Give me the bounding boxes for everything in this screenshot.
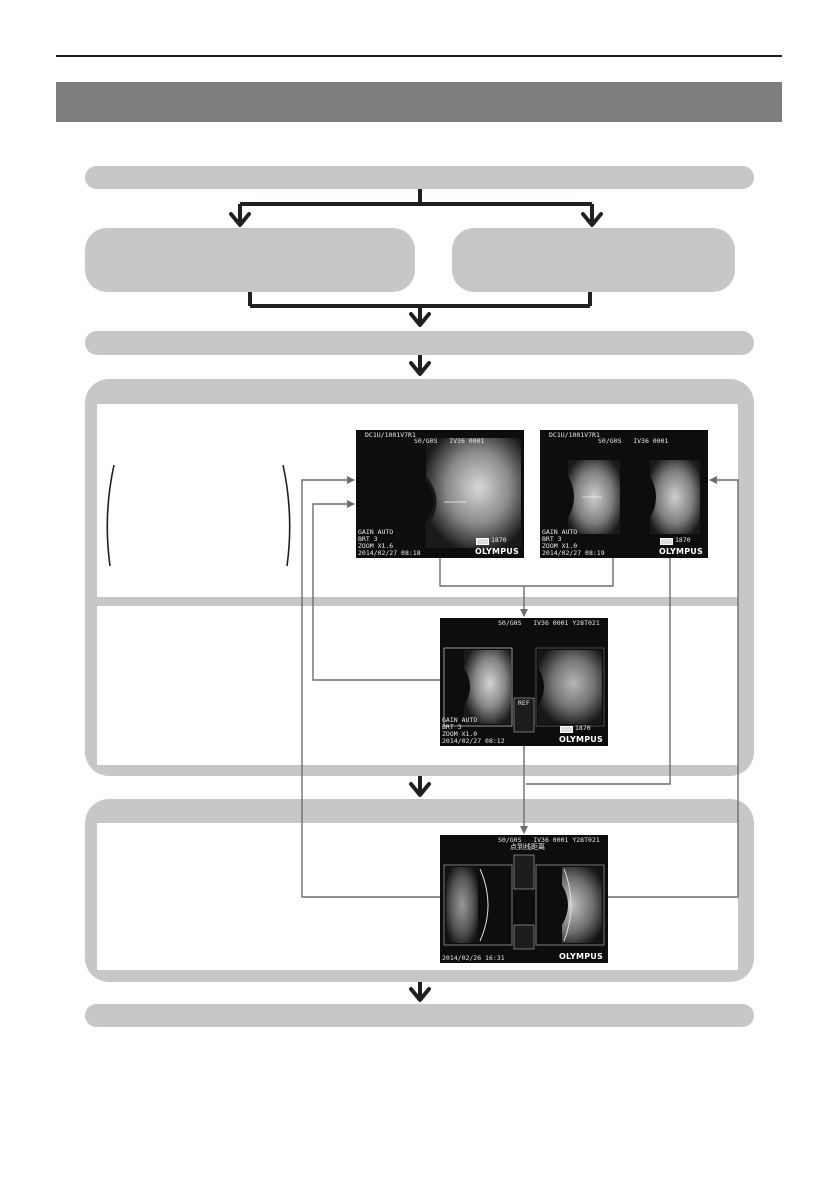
flow-step-middle <box>85 331 754 355</box>
flow-step-end <box>85 1004 754 1027</box>
count-label: 1870 <box>575 724 591 732</box>
date-label: 2014/02/27 08:19 <box>542 549 605 557</box>
brt-label: BRT 3 <box>542 535 562 543</box>
olympus-logo: OLYMPUS <box>475 547 519 556</box>
zoom-label: ZOOM X1.0 <box>542 542 578 550</box>
zoom-label: ZOOM X1.6 <box>358 542 394 550</box>
date-label: 2014/02/27 08:18 <box>358 549 421 557</box>
date-label: 2014/02/27 08:12 <box>442 737 505 745</box>
olympus-logo: OLYMPUS <box>659 547 703 556</box>
flow-option-left-box <box>85 228 415 292</box>
battery-icon <box>560 726 573 733</box>
capture-panel-bottom-area <box>97 606 738 765</box>
subtitle-label: 点到线距离 <box>510 843 545 851</box>
date-label: 2014/02/26 16:31 <box>442 954 505 962</box>
ref-label: REF <box>518 699 530 707</box>
flow-option-right-box <box>452 228 735 292</box>
measurement-image: S0/G0S IV36 0001 Y28T021 REF GAIN AUTO B… <box>440 618 608 746</box>
brt-label: BRT 3 <box>442 723 462 731</box>
header-label: S0/G0S IV36 0001 <box>414 437 485 445</box>
header-label: S0/G0S IV36 0001 <box>598 437 669 445</box>
battery-icon <box>660 538 673 545</box>
count-label: 1870 <box>491 536 507 544</box>
live-image-right: DC1U/1001V7R1 S0/G0S IV36 0001 GAIN AUTO… <box>540 430 708 558</box>
brt-label: BRT 3 <box>358 535 378 543</box>
zoom-label: ZOOM X1.0 <box>442 730 478 738</box>
flow-step-start <box>85 166 754 189</box>
gain-label: GAIN AUTO <box>542 528 578 536</box>
path-label: DC1U/1001V7R1 <box>365 431 416 439</box>
result-image: S0/G0S IV36 0001 Y28T021 点到线距离 2014/02/2… <box>440 835 608 963</box>
battery-icon <box>476 538 489 545</box>
olympus-logo: OLYMPUS <box>559 952 603 961</box>
olympus-logo: OLYMPUS <box>559 735 603 744</box>
header-label: S0/G0S IV36 0001 Y28T021 <box>498 619 600 627</box>
header-label: S0/G0S IV36 0001 Y28T021 <box>498 836 600 844</box>
section-title-bar <box>56 82 782 122</box>
gain-label: GAIN AUTO <box>358 528 394 536</box>
gain-label: GAIN AUTO <box>442 716 478 724</box>
live-image-left: DC1U/1001V7R1 S0/G0S IV36 0001 GAIN AUTO… <box>356 430 524 558</box>
top-rule <box>56 55 782 57</box>
count-label: 1870 <box>675 536 691 544</box>
path-label: DC1U/1001V7R1 <box>549 431 600 439</box>
